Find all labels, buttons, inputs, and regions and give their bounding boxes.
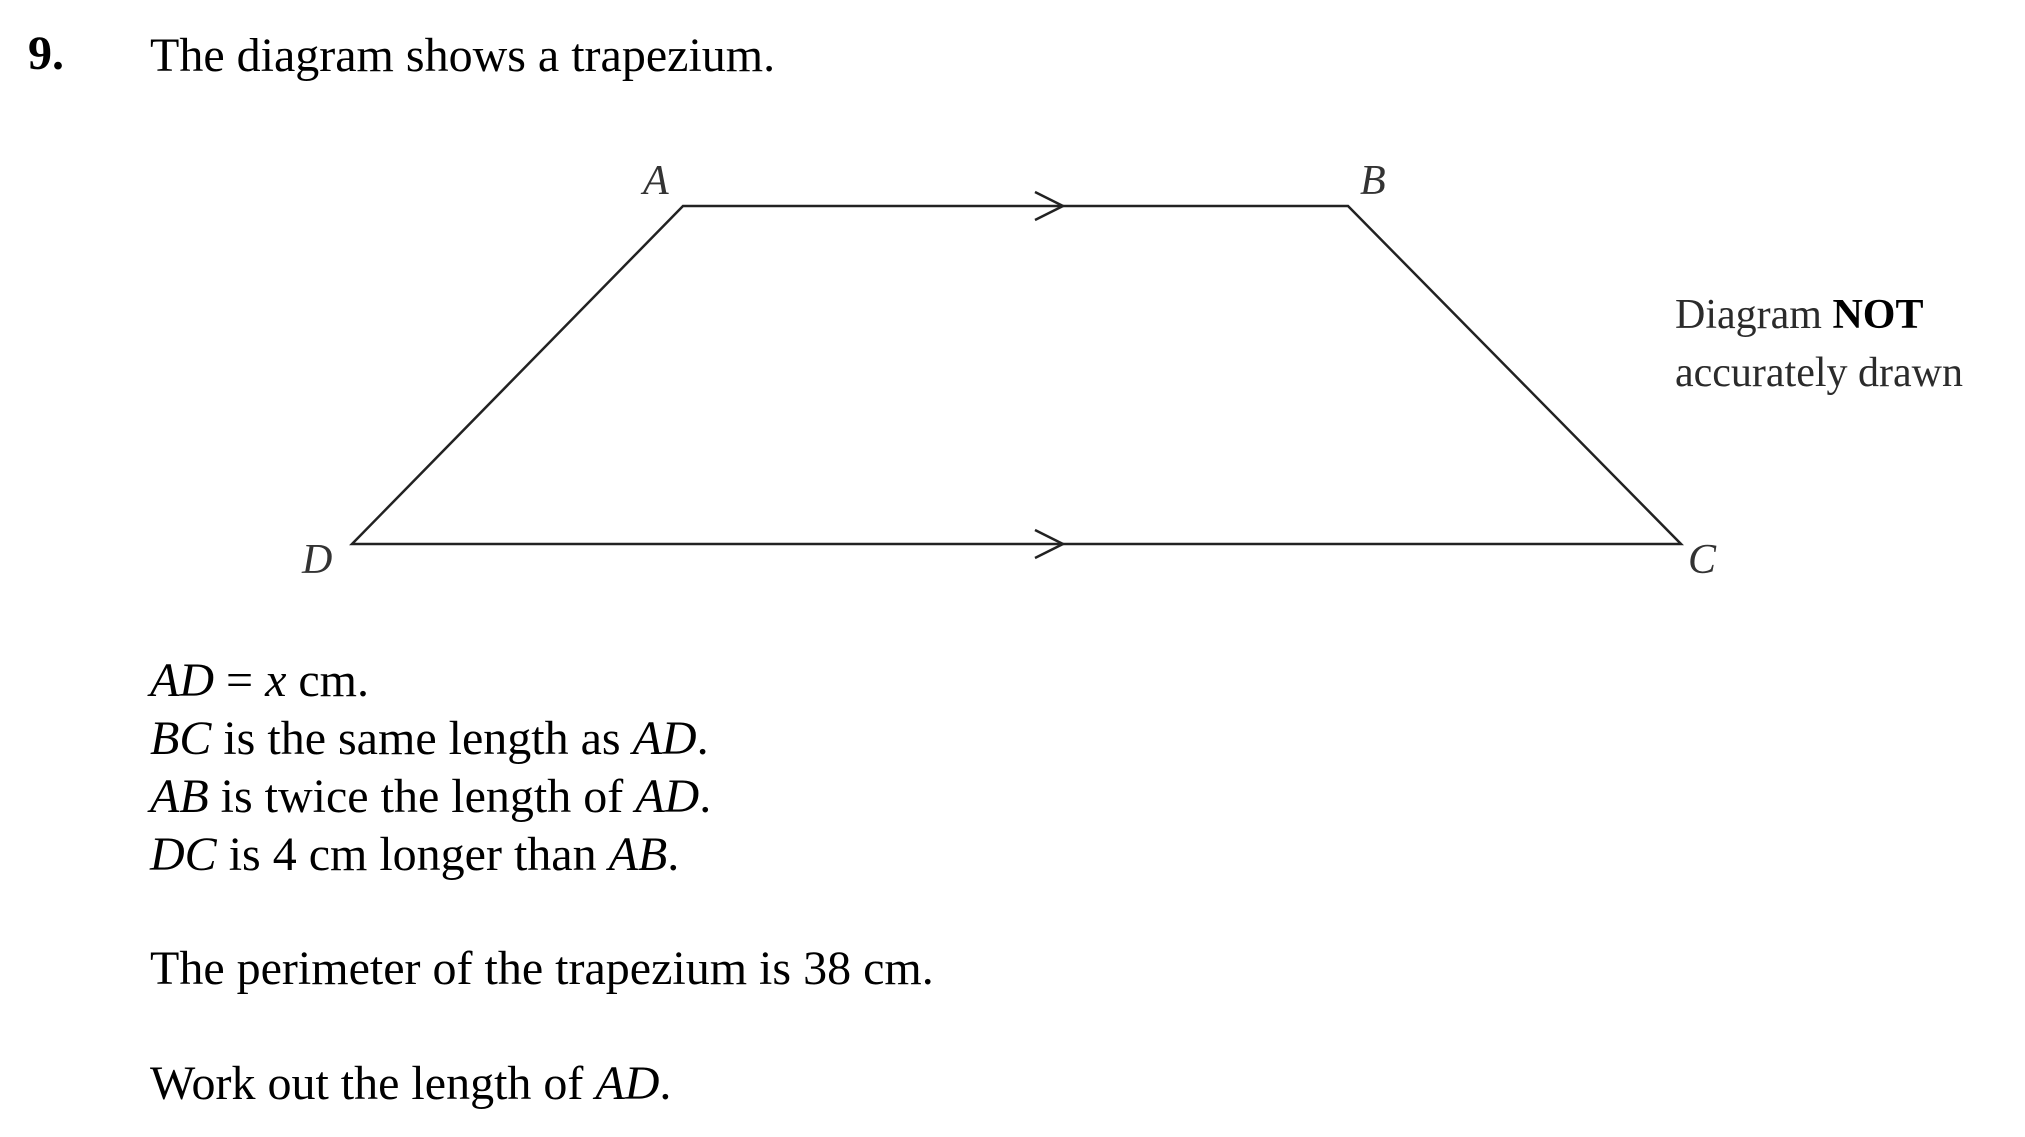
fact-dc-middle: is 4 cm longer than — [216, 828, 609, 881]
fact-ad-tail: cm. — [286, 654, 370, 707]
fact-bc-subject: BC — [150, 712, 212, 765]
fact-ab-middle: is twice the length of — [208, 770, 636, 823]
trapezium-outline — [349, 204, 1684, 546]
fact-ad: AD = x cm. — [150, 652, 711, 710]
parallel-arrow-top — [1034, 190, 1066, 222]
fact-dc-tail: . — [667, 828, 680, 881]
diagram-note-line2: accurately drawn — [1675, 350, 1963, 396]
fact-ad-subject: AD — [150, 654, 214, 707]
fact-dc: DC is 4 cm longer than AB. — [150, 826, 711, 884]
vertex-label-a: A — [640, 158, 669, 204]
fact-bc-tail: . — [696, 712, 709, 765]
given-facts: AD = x cm. BC is the same length as AD. … — [150, 652, 711, 884]
fact-ad-variable: x — [265, 654, 287, 707]
diagram-note-line1: Diagram NOT — [1675, 286, 1963, 344]
fact-ab-subject: AB — [150, 770, 209, 823]
task-target: AD — [595, 1057, 660, 1110]
diagram-note: Diagram NOT accurately drawn — [1675, 286, 1963, 402]
diagram-note-bold: NOT — [1832, 292, 1924, 338]
fact-dc-subject: DC — [150, 828, 217, 881]
trapezium-diagram: A B C D — [301, 158, 1717, 583]
question-intro: The diagram shows a trapezium. — [150, 29, 776, 82]
fact-ab-tail: . — [699, 770, 712, 823]
task-tail: . — [659, 1057, 672, 1110]
fact-bc-middle: is the same length as — [211, 712, 633, 765]
task-instruction: Work out the length of AD. — [150, 1055, 671, 1113]
fact-ad-middle: = — [213, 654, 266, 707]
fact-ab-ref: AD — [635, 770, 700, 823]
fact-bc-ref: AD — [632, 712, 697, 765]
diagram-note-plain: Diagram — [1675, 292, 1822, 338]
fact-dc-ref: AB — [608, 828, 668, 881]
fact-ab: AB is twice the length of AD. — [150, 768, 711, 826]
vertex-label-d: D — [301, 537, 332, 583]
parallel-arrow-bottom — [1034, 528, 1066, 560]
fact-bc: BC is the same length as AD. — [150, 710, 711, 768]
perimeter-statement: The perimeter of the trapezium is 38 cm. — [150, 942, 934, 995]
question-number: 9. — [28, 27, 64, 80]
task-text: Work out the length of — [150, 1057, 596, 1110]
vertex-label-b: B — [1360, 158, 1386, 204]
vertex-label-c: C — [1688, 537, 1717, 583]
